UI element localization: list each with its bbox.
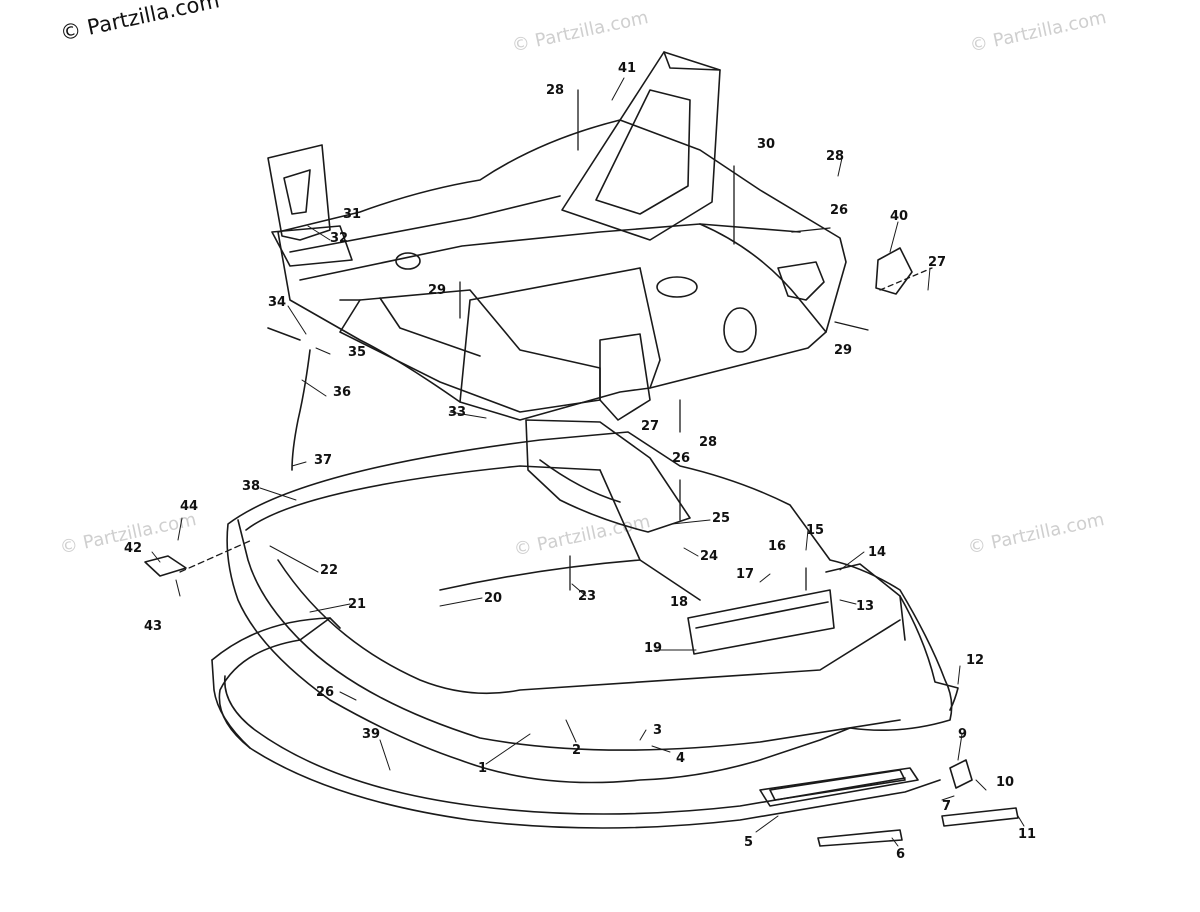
bottom-bumper [211, 617, 941, 829]
callout-38: 38 [242, 479, 260, 494]
callout-27: 27 [641, 419, 659, 434]
callout-25: 25 [712, 511, 730, 526]
callout-29: 29 [834, 343, 852, 358]
callout-20: 20 [484, 591, 502, 606]
callout-44: 44 [180, 499, 198, 514]
rear-brackets [267, 144, 353, 267]
callout-26: 26 [830, 203, 848, 218]
callout-26: 26 [672, 451, 690, 466]
callout-11: 11 [1018, 827, 1036, 842]
part-callouts: 41 28 30 28 26 40 27 31 32 29 34 35 36 2… [124, 61, 1036, 862]
callout-41: 41 [618, 61, 636, 76]
seat-rail [687, 589, 835, 655]
callout-33: 33 [448, 405, 466, 420]
callout-1: 1 [478, 761, 487, 776]
callout-35: 35 [348, 345, 366, 360]
callout-13: 13 [856, 599, 874, 614]
callout-31: 31 [343, 207, 361, 222]
callout-5: 5 [744, 835, 753, 850]
callout-9: 9 [958, 727, 967, 742]
front-cross-member [339, 289, 651, 421]
callout-40: 40 [890, 209, 908, 224]
tunnel-frame [277, 119, 847, 421]
callout-29: 29 [428, 283, 446, 298]
callout-37: 37 [314, 453, 332, 468]
callout-28: 28 [826, 149, 844, 164]
steering-post-support [561, 51, 721, 241]
callout-28: 28 [546, 83, 564, 98]
callout-14: 14 [868, 545, 886, 560]
callout-17: 17 [736, 567, 754, 582]
callout-42: 42 [124, 541, 142, 556]
hull-shell [226, 431, 953, 784]
nose-piece [525, 419, 691, 533]
callout-22: 22 [320, 563, 338, 578]
loose-parts [144, 247, 1019, 847]
callout-3: 3 [653, 723, 662, 738]
callout-16: 16 [768, 539, 786, 554]
callout-19: 19 [644, 641, 662, 656]
callout-32: 32 [330, 231, 348, 246]
callout-2: 2 [572, 743, 581, 758]
callout-6: 6 [896, 847, 905, 862]
callout-15: 15 [806, 523, 824, 538]
callout-24: 24 [700, 549, 718, 564]
leader-lines [151, 77, 1025, 847]
callout-28: 28 [699, 435, 717, 450]
fasteners [179, 89, 933, 591]
callout-43: 43 [144, 619, 162, 634]
callout-18: 18 [670, 595, 688, 610]
rear-bumper [825, 563, 959, 711]
callout-34: 34 [268, 295, 286, 310]
callout-36: 36 [333, 385, 351, 400]
callout-7: 7 [942, 799, 951, 814]
callout-10: 10 [996, 775, 1014, 790]
callout-23: 23 [578, 589, 596, 604]
callout-26: 26 [316, 685, 334, 700]
callout-4: 4 [676, 751, 685, 766]
callout-21: 21 [348, 597, 366, 612]
callout-27: 27 [928, 255, 946, 270]
callout-39: 39 [362, 727, 380, 742]
callout-30: 30 [757, 137, 775, 152]
callout-12: 12 [966, 653, 984, 668]
